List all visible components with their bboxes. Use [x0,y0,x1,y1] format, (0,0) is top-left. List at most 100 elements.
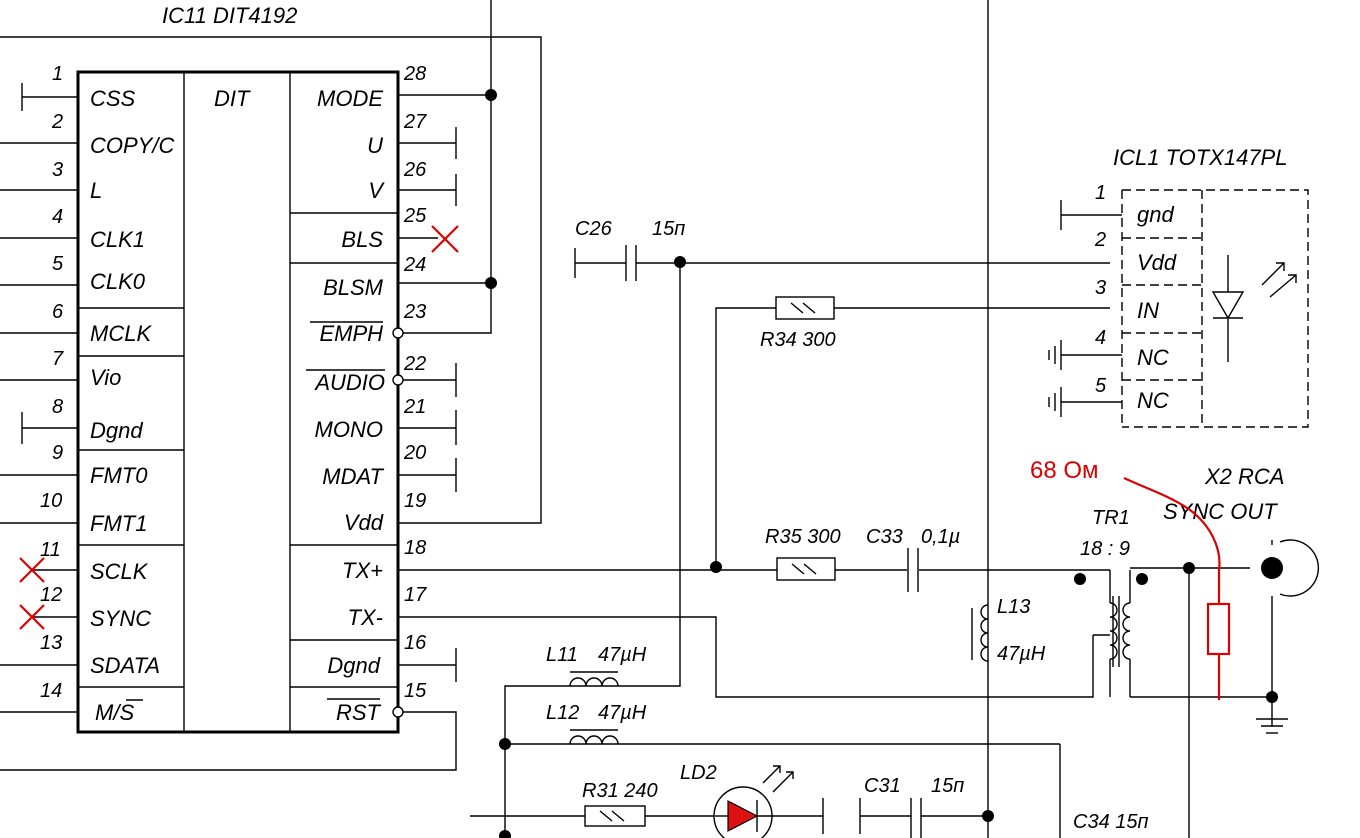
pin-number: 23 [403,301,426,323]
c31-value: 15п [931,775,964,797]
pin-number: 27 [403,111,427,133]
tr1-ratio: 18 : 9 [1080,538,1130,560]
pin-number: 12 [40,584,62,606]
pin-name: U [367,133,383,158]
r34-label: R34 300 [760,329,836,351]
pin-name: MDAT [322,464,384,489]
l12-label: L12 [546,702,579,724]
icl1-title: ICL1 TOTX147PL [1113,145,1287,170]
pin-name: COPY/C [90,133,174,158]
ic11-right-pins: MODE U V BLS BLSM EMPH AUDIO MONO MDAT V… [306,63,427,725]
ground-icon [1256,718,1288,734]
pin-name: MONO [315,417,383,442]
pin-name: Vio [90,365,121,390]
pin-name: CLK0 [90,269,146,294]
pin-number: 3 [1095,277,1106,299]
pin-number: 4 [1095,327,1106,349]
ic11-left-wires [0,83,78,713]
resistor-r31 [470,805,715,838]
led-ld2-icon [713,765,824,838]
pin-name: RST [336,700,382,725]
pin-number: 16 [404,632,427,654]
pin-number: 19 [404,490,426,512]
resistor-annotation-label: 68 Ом [1030,457,1099,484]
pin-name: NC [1137,345,1169,370]
pin-name: BLSM [323,275,384,300]
pin-number: 7 [52,348,64,370]
l13-label: L13 [997,596,1030,618]
pin-number: 24 [403,254,426,276]
ic11-core-label: DIT [214,86,251,111]
pin-number: 1 [1095,182,1106,204]
pin-number: 28 [403,63,426,85]
icl1-body [1048,189,1309,428]
tr1-label: TR1 [1092,507,1130,529]
c31-label: C31 [864,775,901,797]
capacitor-c31 [859,798,994,838]
pin-number: 25 [403,205,427,227]
pin-number: 11 [40,539,61,561]
c33-value: 0,1µ [921,526,960,548]
transformer-tr1 [1074,570,1148,697]
pin-name: AUDIO [313,370,385,395]
l11-label: L11 [546,644,578,666]
pin-number: 26 [403,159,427,181]
pin-name: IN [1137,298,1159,323]
pin-name: NC [1137,388,1169,413]
ic11-title: IC11 DIT4192 [162,3,297,28]
pin-number: 6 [52,301,64,323]
pin-name: MCLK [90,321,152,346]
pin-number: 20 [403,442,426,464]
inductor-l13 [971,604,989,662]
pin-name: CLK1 [90,227,145,252]
x2-subtitle: SYNC OUT [1163,499,1278,524]
pin-name: FMT1 [90,511,147,536]
pin-number: 22 [403,353,426,375]
resistor-r35 [776,557,836,581]
pin-name: Dgnd [90,418,143,443]
pin-number: 9 [52,442,63,464]
c33-label: C33 [866,526,903,548]
l12-value: 47µH [598,702,647,724]
pin-name: gnd [1137,202,1174,227]
pin-name: MODE [317,86,383,111]
pin-number: 5 [1095,375,1107,397]
pin-name: Vdd [1137,250,1177,275]
pin-name: BLS [341,227,383,252]
pin-number: 4 [52,206,63,228]
l13-value: 47µH [997,643,1046,665]
pin-number: 3 [52,159,63,181]
pin-name: L [90,178,102,203]
pin-number: 2 [1094,229,1106,251]
ic11-left-pins: CSS COPY/C L CLK1 CLK0 MCLK Vio Dgnd FMT… [40,63,174,725]
pin-number: 2 [51,111,63,133]
resistor-r34 [710,296,1110,573]
pin-name: M/S [95,700,134,725]
pin-name: SCLK [90,559,149,584]
ic11-right-wires [0,0,1110,771]
pin-number: 15 [404,680,427,702]
pin-name: TX- [348,605,383,630]
nc-cross-mark-bls [431,225,459,253]
pin-number: 1 [52,63,63,85]
pin-number: 8 [52,396,63,418]
pin-number: 21 [403,396,426,418]
pin-number: 14 [40,680,62,702]
pin-name: TX+ [342,558,383,583]
pin-name: EMPH [319,321,383,346]
pin-number: 5 [52,253,64,275]
c34-label: C34 15п [1073,811,1149,833]
pin-number: 13 [40,632,62,654]
capacitor-c26 [504,245,1110,838]
inductor-l12 [499,729,1061,838]
icl1-pins: 1 2 3 4 5 gnd Vdd IN NC NC [1094,182,1177,413]
pin-name: SDATA [90,653,160,678]
r35-label: R35 300 [765,526,841,548]
pin-name: SYNC [90,606,151,631]
led-diode-icon [1211,255,1297,362]
pin-name: Dgnd [327,653,380,678]
r31-label: R31 240 [582,780,658,802]
x2-title: X2 RCA [1204,464,1284,489]
l11-value: 47µH [598,644,647,666]
